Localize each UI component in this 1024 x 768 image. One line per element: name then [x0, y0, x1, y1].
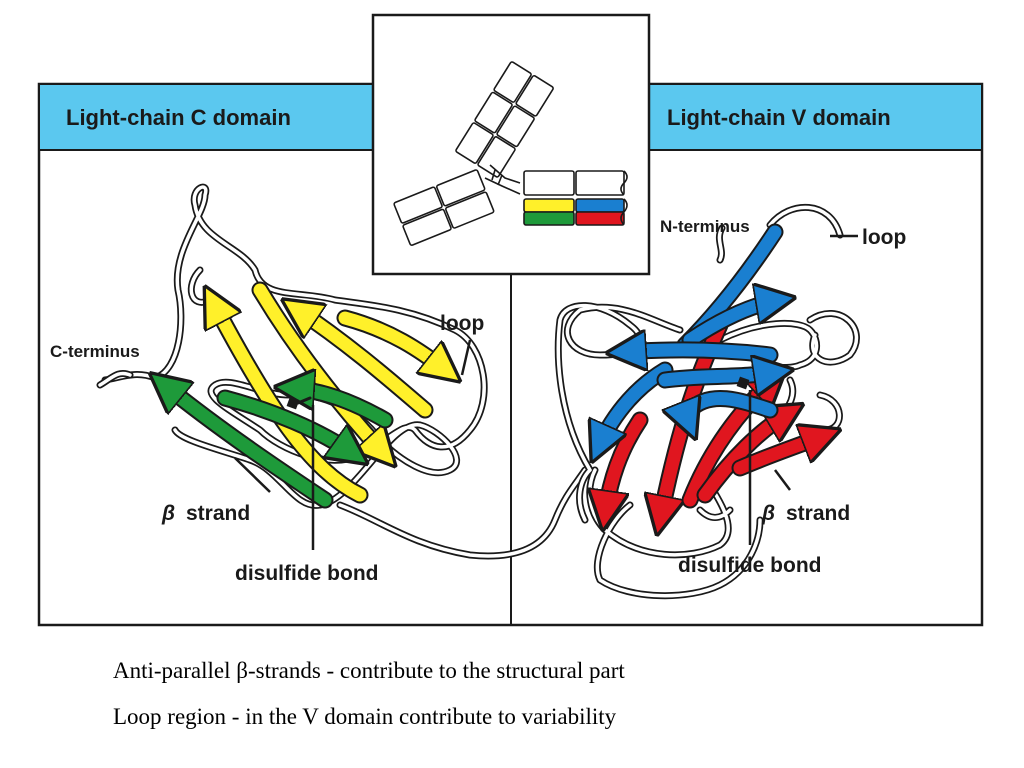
hinge	[484, 164, 521, 195]
caption-line-1: Anti-parallel β-strands - contribute to …	[113, 658, 625, 683]
right-loop-label: loop	[862, 226, 906, 249]
right-beta-strand-label: strand	[786, 502, 850, 525]
v-domain-disulfide-bond	[736, 376, 750, 390]
right-beta-symbol: β	[761, 502, 775, 525]
right-arm-domains	[523, 170, 628, 226]
antibody-inset	[371, 13, 651, 276]
left-beta-strand-label: strand	[186, 502, 250, 525]
right-panel-labels: N-terminus loop β strand disulfide bond	[660, 217, 906, 577]
left-loop-label: loop	[440, 312, 484, 335]
c-domain-disulfide-bond	[286, 396, 312, 410]
left-panel-title: Light-chain C domain	[66, 105, 291, 130]
right-panel-header: Light-chain V domain	[649, 85, 981, 151]
left-beta-symbol: β	[161, 502, 175, 525]
c-domain-green-strands	[162, 383, 394, 509]
lower-left-domains	[393, 169, 495, 246]
v-domain-structure	[554, 203, 860, 600]
upper-arm-domains	[455, 61, 554, 178]
left-disulfide-label: disulfide bond	[235, 562, 378, 585]
c-domain-structure	[96, 183, 488, 509]
caption-line-2: Loop region - in the V domain contribute…	[113, 704, 617, 729]
v-domain-blue-strands	[598, 223, 780, 448]
right-panel-title: Light-chain V domain	[667, 105, 891, 130]
leader-lines	[234, 234, 858, 550]
right-disulfide-label: disulfide bond	[678, 554, 821, 577]
n-terminus-label: N-terminus	[660, 217, 750, 236]
left-panel-labels: C-terminus loop β strand disulfide bond	[50, 312, 484, 585]
interdomain-linker	[336, 466, 589, 560]
c-terminus-label: C-terminus	[50, 342, 140, 361]
left-panel-header: Light-chain C domain	[40, 85, 373, 151]
